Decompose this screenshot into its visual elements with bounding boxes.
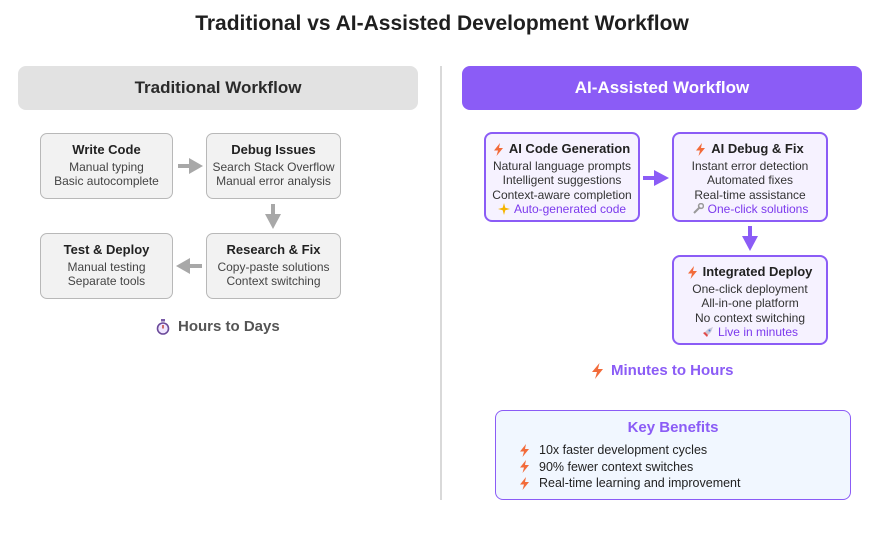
step-line: Manual error analysis: [216, 174, 331, 188]
step-research-fix: Research & Fix Copy-paste solutions Cont…: [206, 233, 341, 299]
lightning-bolt-icon: [520, 476, 529, 490]
step-title: Test & Deploy: [63, 242, 150, 257]
step-title: AI Code Generation: [508, 141, 631, 156]
list-item: Real-time learning and improvement: [520, 475, 850, 492]
step-title: AI Debug & Fix: [711, 141, 804, 156]
timing-label: Minutes to Hours: [611, 362, 734, 379]
step-line: Intelligent suggestions: [502, 173, 622, 187]
list-item: 10x faster development cycles: [520, 442, 850, 459]
arrow-down-icon: [265, 204, 281, 229]
ai-header: AI-Assisted Workflow: [462, 66, 862, 110]
step-test-deploy: Test & Deploy Manual testing Separate to…: [40, 233, 173, 299]
rocket-icon: [702, 327, 713, 338]
sparkles-icon: [497, 203, 510, 216]
lightning-bolt-icon: [687, 265, 697, 279]
step-title-row: Integrated Deploy: [674, 264, 826, 280]
list-item: 90% fewer context switches: [520, 459, 850, 476]
key-benefits-panel: Key Benefits 10x faster development cycl…: [495, 410, 851, 500]
step-line: Real-time assistance: [694, 187, 806, 202]
arrow-right-icon: [643, 170, 669, 186]
benefits-list: 10x faster development cycles 90% fewer …: [496, 442, 850, 492]
step-integrated-deploy: Integrated Deploy One-click deployment A…: [672, 255, 828, 345]
step-highlight: Live in minutes: [674, 325, 826, 340]
lightning-bolt-icon: [592, 362, 603, 379]
traditional-header: Traditional Workflow: [18, 66, 418, 110]
step-line: Separate tools: [67, 274, 146, 288]
step-line: One-click deployment: [692, 281, 808, 296]
step-line: Automated fixes: [706, 173, 794, 187]
step-highlight: Auto-generated code: [486, 202, 638, 217]
step-line: All-in-one platform: [701, 296, 799, 310]
step-title: Write Code: [72, 142, 141, 157]
lightning-bolt-icon: [493, 142, 503, 156]
highlight-text: Live in minutes: [717, 325, 799, 339]
step-write-code: Write Code Manual typing Basic autocompl…: [40, 133, 173, 199]
benefit-text: 90% fewer context switches: [539, 459, 694, 474]
benefit-text: 10x faster development cycles: [539, 443, 708, 458]
step-line: Context switching: [226, 274, 321, 288]
timing-label: Hours to Days: [178, 318, 280, 335]
step-ai-code-generation: AI Code Generation Natural language prom…: [484, 132, 640, 222]
step-title-row: AI Debug & Fix: [674, 141, 826, 157]
step-line: No context switching: [694, 310, 806, 325]
highlight-text: Auto-generated code: [513, 202, 627, 216]
lightning-bolt-icon: [520, 443, 529, 457]
ai-timing: Minutes to Hours: [592, 362, 734, 379]
step-title: Integrated Deploy: [702, 264, 813, 279]
stopwatch-icon: [156, 318, 170, 335]
step-title-row: AI Code Generation: [486, 141, 638, 157]
arrow-right-icon: [178, 158, 203, 174]
step-title: Debug Issues: [231, 142, 316, 157]
step-title: Research & Fix: [226, 242, 321, 257]
benefits-title: Key Benefits: [627, 419, 719, 436]
step-line: Manual typing: [69, 159, 144, 174]
step-debug-issues: Debug Issues Search Stack Overflow Manua…: [206, 133, 341, 199]
lightning-bolt-icon: [520, 460, 529, 474]
step-line: Search Stack Overflow: [212, 159, 335, 174]
step-line: Basic autocomplete: [54, 174, 159, 188]
arrow-down-icon: [742, 226, 758, 251]
step-line: Instant error detection: [691, 158, 809, 173]
wrench-icon: [692, 203, 704, 214]
step-line: Manual testing: [67, 259, 146, 274]
traditional-timing: Hours to Days: [156, 318, 280, 335]
arrow-left-icon: [176, 258, 202, 274]
step-line: Copy-paste solutions: [217, 259, 330, 274]
step-line: Context-aware completion: [492, 187, 632, 202]
column-divider: [440, 66, 442, 500]
page-title: Traditional vs AI-Assisted Development W…: [195, 12, 689, 35]
benefit-text: Real-time learning and improvement: [539, 476, 741, 491]
step-ai-debug-fix: AI Debug & Fix Instant error detection A…: [672, 132, 828, 222]
step-line: Natural language prompts: [492, 158, 632, 173]
step-highlight: One-click solutions: [674, 202, 826, 217]
highlight-text: One-click solutions: [707, 202, 809, 216]
lightning-bolt-icon: [696, 142, 706, 156]
